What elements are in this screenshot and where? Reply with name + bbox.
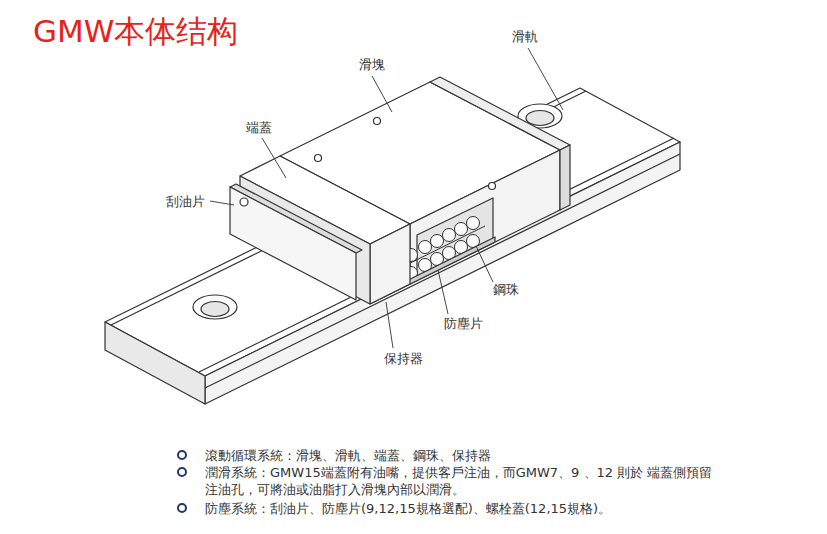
leader-line [210, 201, 234, 205]
screw-hole [374, 118, 381, 125]
bullet-text: 潤滑系統：GMW15端蓋附有油嘴，提供客戶注油，而GMW7、9 、12 則於 端… [205, 464, 725, 498]
bullet-marker [178, 451, 186, 459]
part-label: 保持器 [384, 350, 423, 367]
screw-hole [315, 155, 322, 162]
part-label: 鋼珠 [493, 281, 519, 298]
part-label: 防塵片 [444, 315, 483, 332]
grease-port [240, 198, 248, 206]
diagram-title: GMW本体结构 [33, 12, 238, 50]
bullet-marker [178, 504, 186, 512]
rail-hole [201, 302, 229, 317]
end-plate-front [560, 145, 570, 210]
leader-line [262, 138, 286, 178]
end-plate-top [430, 77, 570, 150]
wiper [230, 187, 356, 300]
leader-line [528, 48, 563, 110]
bullet-marker [178, 468, 186, 476]
end-cap-front [370, 224, 410, 304]
leader-line [386, 302, 393, 348]
part-label: 滑軌 [512, 28, 538, 45]
leader-line [476, 246, 493, 282]
leader-line [438, 270, 448, 314]
screw-hole [489, 183, 496, 190]
bullet-text: 滾動循環系統：滑塊、滑軌、端蓋、鋼珠、保持器 [205, 447, 491, 464]
rail-hole [526, 111, 554, 126]
rail-hole [193, 295, 237, 319]
bullet-text: 防塵系統：刮油片、防塵片(9,12,15規格選配)、螺栓蓋(12,15規格)。 [205, 500, 611, 517]
leader-line [372, 76, 392, 112]
part-label: 滑塊 [359, 56, 385, 73]
rail-end [105, 322, 205, 404]
part-label: 刮油片 [166, 193, 205, 210]
cutaway [417, 198, 493, 280]
part-label: 端蓋 [246, 119, 272, 136]
block-front [410, 150, 560, 284]
